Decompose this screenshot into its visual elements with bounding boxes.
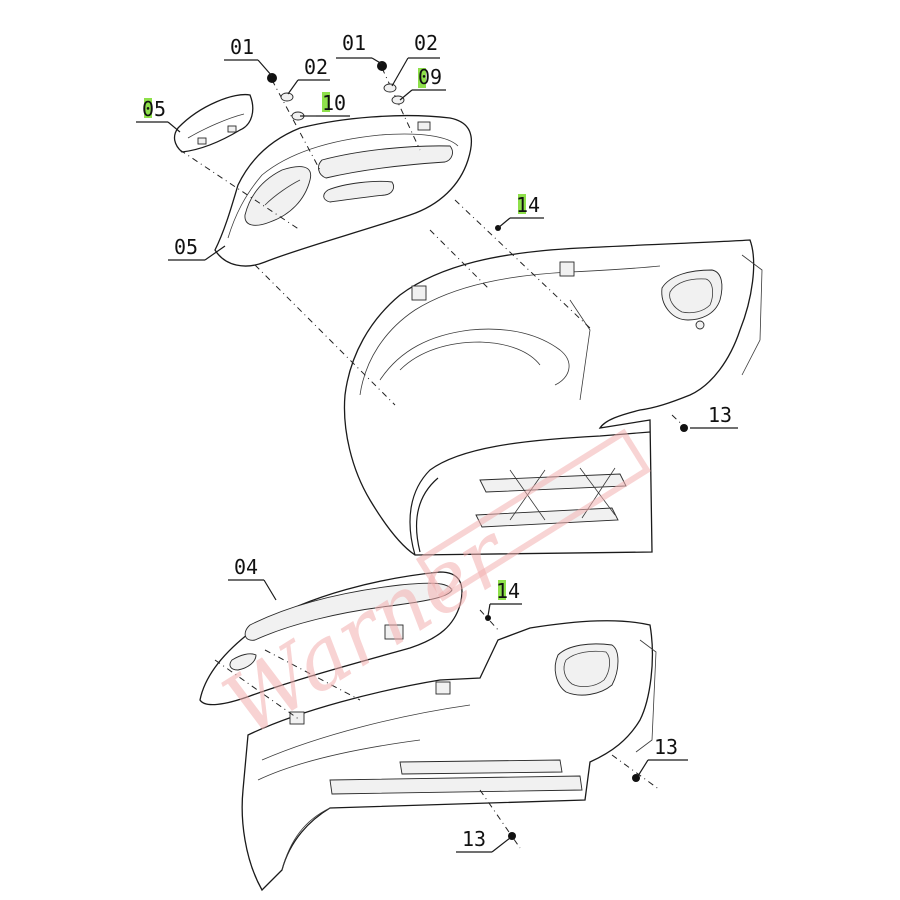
lower-fender-body (241, 620, 657, 892)
svg-text:13: 13 (708, 403, 732, 427)
callout-05-upper: 05 (168, 235, 226, 261)
highlight-marker (498, 580, 506, 600)
callout-09: 09 (399, 65, 446, 101)
callout-01-top-left: 01 (224, 35, 273, 77)
lower-top-cover (199, 571, 463, 706)
callout-04-lower: 04 (228, 555, 277, 601)
callout-13-lower-bottom: 13 (456, 827, 511, 853)
callout-01-top-right: 01 (336, 31, 383, 65)
highlight-marker (518, 194, 526, 214)
svg-text:02: 02 (304, 55, 328, 79)
callout-05-cap: 05 (136, 97, 181, 133)
svg-text:02: 02 (414, 31, 438, 55)
callouts: 01 02 10 01 02 (136, 31, 738, 853)
svg-text:01: 01 (342, 31, 366, 55)
upper-top-cover (214, 114, 473, 267)
callout-13-upper: 13 (690, 403, 738, 429)
svg-text:04: 04 (234, 555, 258, 579)
callout-02-top-left: 02 (287, 55, 330, 95)
callout-02-top-right: 02 (391, 31, 440, 87)
highlight-marker (418, 68, 426, 88)
callout-10: 10 (300, 91, 350, 117)
callout-14-upper: 14 (497, 193, 544, 229)
callout-13-lower-right: 13 (637, 735, 688, 777)
svg-text:13: 13 (654, 735, 678, 759)
assembly-guide-lines (179, 67, 691, 849)
svg-text:01: 01 (230, 35, 254, 59)
svg-text:05: 05 (174, 235, 198, 259)
svg-text:05: 05 (142, 97, 166, 121)
svg-text:09: 09 (418, 65, 442, 89)
highlight-marker (144, 98, 152, 118)
fasteners (267, 61, 688, 840)
svg-text:10: 10 (322, 91, 346, 115)
svg-text:14: 14 (516, 193, 540, 217)
svg-text:13: 13 (462, 827, 486, 851)
svg-text:14: 14 (496, 579, 520, 603)
callout-14-lower: 14 (487, 579, 522, 617)
upper-fender-body (343, 239, 763, 556)
end-cap-part (173, 93, 254, 153)
highlight-marker (322, 92, 330, 112)
